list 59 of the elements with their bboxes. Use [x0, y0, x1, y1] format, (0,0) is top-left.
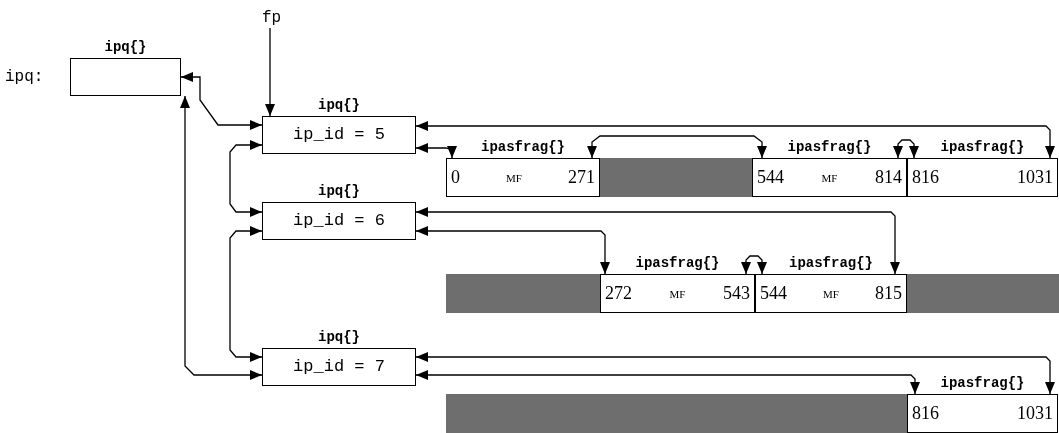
arrow — [415, 207, 900, 275]
flag-label: MF — [669, 287, 686, 300]
pointer-label: fp — [262, 8, 286, 28]
struct-heading: ipq{} — [103, 38, 148, 56]
struct-heading: ipq{} — [317, 96, 361, 114]
struct-heading: ipq{} — [317, 182, 361, 200]
byte-offset: 0 — [451, 167, 460, 188]
struct-heading: ipasfrag{} — [634, 254, 721, 272]
byte-offset: 815 — [875, 283, 902, 304]
variable-label: ipq: — [5, 68, 44, 86]
byte-offset: 543 — [723, 283, 750, 304]
byte-offset: 272 — [605, 283, 632, 304]
byte-offset: 1031 — [1017, 403, 1053, 424]
shaded-gap-bar — [907, 274, 1059, 313]
arrow — [893, 139, 919, 159]
arrow — [229, 140, 263, 217]
ipq-structure — [262, 328, 416, 386]
struct-heading: ipasfrag{} — [939, 138, 1026, 156]
arrow — [415, 121, 1055, 159]
shaded-gap-bar — [600, 158, 752, 197]
ipasfrag-structure — [600, 254, 755, 313]
field-value: ip_id = 5 — [292, 124, 386, 146]
flag-label: MF — [823, 287, 839, 300]
arrow — [415, 370, 920, 395]
struct-heading: ipasfrag{} — [480, 138, 566, 156]
arrow — [415, 226, 610, 275]
byte-offset: 544 — [757, 167, 784, 188]
shaded-gap-bar — [446, 274, 600, 313]
ipq-structure — [262, 182, 416, 240]
arrow — [415, 143, 457, 159]
arrow — [229, 226, 263, 362]
field-value: ip_id = 7 — [292, 356, 386, 378]
struct-heading: ipasfrag{} — [788, 254, 874, 272]
byte-offset: 816 — [912, 403, 939, 424]
flag-label: MF — [821, 171, 838, 184]
ipasfrag-structure — [907, 138, 1058, 197]
struct-heading: ipasfrag{} — [939, 374, 1026, 392]
ipasfrag-structure — [752, 138, 907, 197]
byte-offset: 544 — [760, 283, 787, 304]
ipasfrag-structure — [755, 254, 907, 313]
byte-offset: 1031 — [1017, 167, 1053, 188]
shaded-gap-bar — [446, 394, 907, 433]
arrow — [180, 95, 263, 380]
struct-heading: ipasfrag{} — [786, 138, 873, 156]
ipasfrag-structure — [446, 138, 600, 197]
field-value: ip_id = 6 — [292, 210, 386, 232]
arrow — [265, 27, 275, 117]
arrow — [415, 352, 1055, 395]
struct-heading: ipq{} — [317, 328, 361, 346]
byte-offset: 814 — [875, 167, 902, 188]
ipasfrag-structure — [907, 374, 1058, 433]
byte-offset: 271 — [568, 167, 595, 188]
arrow — [741, 255, 767, 275]
arrow — [587, 135, 767, 159]
ipq-structure — [262, 96, 416, 154]
flag-label: MF — [506, 171, 522, 184]
arrow — [180, 72, 263, 130]
ipq-structure — [70, 38, 181, 96]
byte-offset: 816 — [912, 167, 939, 188]
